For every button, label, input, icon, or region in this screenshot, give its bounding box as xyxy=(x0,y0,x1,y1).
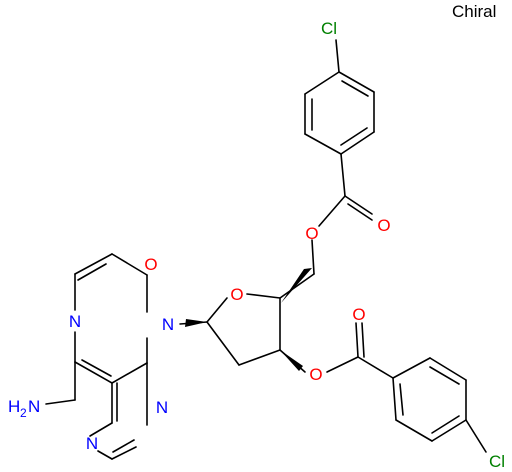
bond xyxy=(429,366,460,385)
bond xyxy=(111,362,148,384)
bond xyxy=(431,419,467,442)
amine-nitrogen: N xyxy=(28,397,40,416)
chiral-label: Chiral xyxy=(452,2,497,21)
wedge-bond xyxy=(281,268,312,303)
nitrogen-atom: N xyxy=(162,315,174,334)
oxo-oxygen-atom: O xyxy=(144,255,157,274)
amine-group: H 2 N xyxy=(8,397,40,420)
bond xyxy=(340,127,368,146)
bond xyxy=(341,80,369,97)
bond xyxy=(392,357,431,379)
bond xyxy=(355,322,359,358)
bond xyxy=(344,195,373,215)
bond xyxy=(246,293,281,299)
bond xyxy=(111,253,148,276)
bond xyxy=(340,131,375,155)
bond xyxy=(111,446,137,460)
bond xyxy=(81,359,112,377)
nitrogen-atom: N xyxy=(156,398,168,417)
oxygen-atom: O xyxy=(309,365,322,384)
bond xyxy=(392,377,397,421)
bond xyxy=(89,422,113,437)
bond xyxy=(338,71,375,93)
wedge-bond xyxy=(280,350,303,371)
bond xyxy=(340,153,346,197)
bond xyxy=(112,439,135,453)
wedge-bond xyxy=(185,319,207,327)
amine-subscript: 2 xyxy=(20,406,27,420)
chlorine-atom: Cl xyxy=(321,19,337,38)
bond xyxy=(465,419,487,453)
bond xyxy=(357,356,394,379)
oxygen-atom: O xyxy=(305,224,318,243)
oxygen-atom: O xyxy=(377,216,390,235)
bond xyxy=(45,399,76,405)
bond xyxy=(326,356,359,373)
bond xyxy=(431,415,460,434)
oxygen-atom: O xyxy=(352,305,365,324)
bond xyxy=(97,450,113,460)
amine-hydrogen: H xyxy=(8,397,20,416)
ring-oxygen-atom: O xyxy=(230,285,243,304)
bond xyxy=(361,322,365,358)
bond xyxy=(74,361,113,384)
atom-labels: Cl O O O O O Cl O N N N N xyxy=(69,19,505,471)
bond xyxy=(347,203,373,221)
bond xyxy=(429,357,467,381)
bond xyxy=(238,349,281,366)
chlorine-atom: Cl xyxy=(489,452,505,471)
nitrogen-atom: N xyxy=(86,434,98,453)
bond xyxy=(206,297,228,323)
bond xyxy=(279,273,315,299)
bond xyxy=(311,239,315,275)
nitrogen-atom: N xyxy=(69,312,81,331)
bond xyxy=(304,71,340,95)
bond xyxy=(395,419,433,442)
bonds xyxy=(45,39,487,460)
bond xyxy=(318,195,346,227)
bond xyxy=(335,39,340,73)
bond xyxy=(304,133,342,155)
bond xyxy=(77,263,107,281)
bond xyxy=(206,321,240,366)
bond xyxy=(74,253,113,275)
bond xyxy=(399,383,404,416)
